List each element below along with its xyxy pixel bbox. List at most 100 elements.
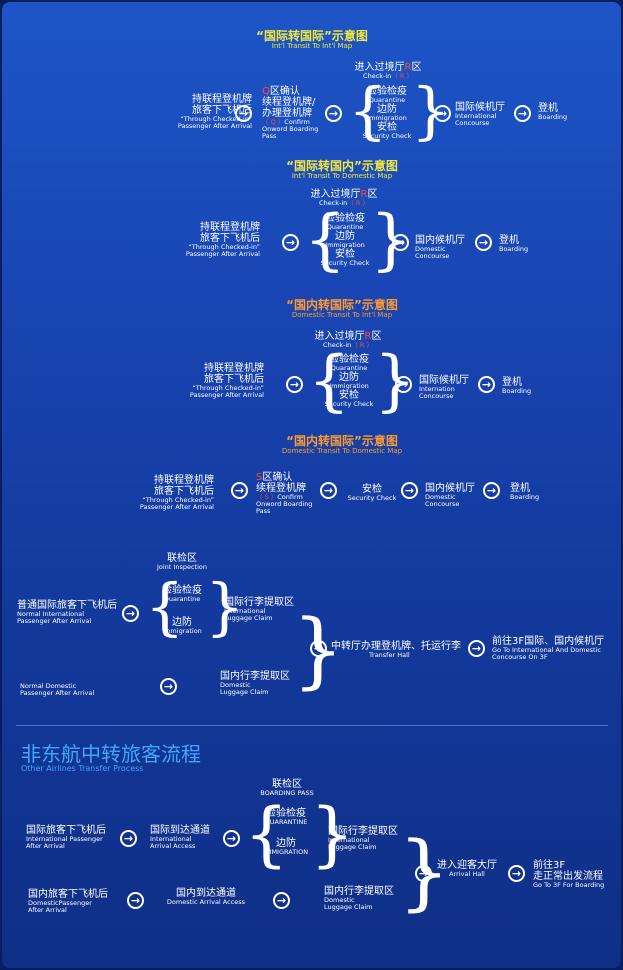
joint-inspection-label: 联检区 Joint Inspection bbox=[142, 553, 222, 571]
boarding-cn: 登机 bbox=[502, 377, 522, 388]
start-en-1: “Through Checked-in” bbox=[188, 243, 260, 251]
start-en-2: Passenger After Arrival bbox=[189, 391, 264, 400]
boarding-node: 登机 Boarding bbox=[499, 235, 528, 253]
intl-start-cn: 国际旅客下飞机后 bbox=[26, 825, 106, 836]
intl-bag-en-2: Luggage Claim bbox=[328, 843, 377, 852]
s-en-letter: （ S ） bbox=[256, 493, 278, 501]
inspection-block: 检验检疫 Quarantine 边防 Immigration 安检 Securi… bbox=[315, 213, 375, 267]
concourse-en-1: Domestic bbox=[425, 493, 456, 501]
start-cn-1: 持联程登机牌 bbox=[200, 222, 260, 233]
s-cn-2: 续程登机牌 bbox=[256, 483, 306, 494]
quarantine-en: QUARANTINE bbox=[264, 818, 308, 826]
left-brace: { bbox=[304, 201, 346, 278]
security-en: Security Check bbox=[324, 400, 374, 409]
section-title-domestic-to-domestic: “国内转国际”示意图 Domestic Transit To Domestic … bbox=[242, 434, 442, 456]
concourse-cn: 国内候机厅 bbox=[415, 235, 465, 246]
dom-bag-en-2: Luggage Claim bbox=[324, 903, 373, 912]
checkin-label: 进入过境厅R区 Check-in（ R ） bbox=[298, 331, 398, 349]
start-node: 持联程登机牌 旅客下飞机后 “Through Checked-in” Passe… bbox=[152, 363, 264, 399]
hall-cn: 进入迎客大厅 bbox=[437, 860, 497, 871]
start-en-1: “Through Checked-in” bbox=[142, 496, 214, 504]
arrow-right-circle-icon: → bbox=[401, 482, 418, 499]
immigration-cn: 边防 bbox=[172, 617, 192, 629]
s-en-3: Pass bbox=[256, 507, 271, 516]
checkin-en: Check-in bbox=[323, 341, 352, 349]
goto-en: Go To 3F For Boarding bbox=[533, 881, 605, 889]
goto-3f-node: 前往3F 走正常出发流程 Go To 3F For Boarding bbox=[533, 860, 604, 889]
arrow-right-circle-icon: → bbox=[475, 234, 492, 251]
dom-access-node: 国内到达通道 Domestic Arrival Access bbox=[160, 888, 252, 906]
intl-access-cn: 国际到达通道 bbox=[150, 825, 210, 836]
dom-bag-en-2: Luggage Claim bbox=[220, 688, 269, 697]
start-cn-2: 旅客下飞机后 bbox=[204, 374, 264, 385]
security-cn: 安检 bbox=[339, 390, 359, 402]
inspection-block: 检验检疫 Quarantine 边防 Immigration 安检 Securi… bbox=[357, 86, 417, 140]
concourse-en-2: Concourse bbox=[415, 252, 450, 261]
inspection-block: 检验检疫 Quarantine 边防 Immigration 安检 Securi… bbox=[319, 354, 379, 408]
concourse-node: 国际候机厅 International Concourse bbox=[455, 102, 505, 127]
transfer-en: Transfer Hall bbox=[369, 651, 410, 659]
immigration-en: Immigration bbox=[329, 382, 369, 391]
checkin-cn-1: 进入过境厅 bbox=[310, 189, 361, 200]
concourse-en-2: Concourse bbox=[425, 500, 460, 509]
intl-start-en-1: International Passenger bbox=[26, 835, 103, 843]
intl-baggage-node: 国际行李提取区 International Luggage Claim bbox=[328, 826, 398, 851]
joint-inspection-label: 联检区 BOARDING PASS bbox=[252, 779, 322, 797]
boarding-en: Boarding bbox=[538, 113, 568, 121]
checkin-en: Check-in bbox=[319, 199, 348, 207]
arrow-right-circle-icon: → bbox=[320, 482, 337, 499]
s-letter: S bbox=[256, 472, 263, 483]
quarantine-en: Quarantine bbox=[326, 223, 364, 231]
dom-start-en-2: Passenger After Arrival bbox=[20, 689, 95, 698]
checkin-letter: R bbox=[404, 62, 412, 73]
dom-start-en-1: Normal Domestic bbox=[20, 682, 77, 690]
immigration-cn: 边防 bbox=[335, 231, 355, 243]
q-cn-1: 区确认 bbox=[269, 86, 300, 97]
checkin-cn-2: 区 bbox=[411, 62, 422, 73]
boarding-cn: 登机 bbox=[538, 103, 558, 114]
arrow-right-circle-icon: → bbox=[223, 830, 240, 847]
title-en: Int'l Transit To Int'l Map bbox=[271, 42, 353, 51]
quarantine-cn: 检验检疫 bbox=[329, 354, 369, 365]
start-en-2: Passenger After Arrival bbox=[185, 250, 260, 259]
q-letter: Q bbox=[262, 86, 270, 97]
s-en-1: Confirm bbox=[277, 493, 303, 501]
arrow-right-circle-icon: → bbox=[310, 640, 327, 657]
start-cn-2: 旅客下飞机后 bbox=[154, 486, 214, 497]
dom-start-en-1: DomesticPassenger bbox=[28, 899, 92, 907]
start-cn-1: 持联程登机牌 bbox=[154, 475, 214, 486]
intl-bag-cn: 国际行李提取区 bbox=[224, 597, 294, 608]
dom-bag-en-1: Domestic bbox=[220, 681, 251, 689]
boarding-en: Boarding bbox=[499, 245, 529, 253]
arrow-right-circle-icon: → bbox=[478, 376, 495, 393]
intl-bag-en-1: International bbox=[328, 836, 370, 844]
title-cn: 非东航中转旅客流程 bbox=[21, 742, 201, 766]
start-node: 持联程登机牌 旅客下飞机后 “Through Checked-in” Passe… bbox=[112, 475, 214, 511]
boarding-node: 登机 Boarding bbox=[510, 483, 539, 501]
arrow-right-circle-icon: → bbox=[122, 605, 139, 622]
dom-baggage-node: 国内行李提取区 Domestic Luggage Claim bbox=[324, 886, 394, 911]
domestic-start-node: 国内旅客下飞机后 DomesticPassenger After Arrival bbox=[28, 889, 108, 914]
immigration-en: Immigration bbox=[367, 114, 407, 123]
security-en: Security Check bbox=[347, 494, 397, 502]
concourse-node: 国内候机厅 Domestic Concourse bbox=[415, 235, 465, 260]
concourse-node: 国内候机厅 Domestic Concourse bbox=[425, 483, 475, 508]
boarding-node: 登机 Boarding bbox=[502, 377, 531, 395]
inspection-block: 检验检疫 Quarantine 边防 Immigration bbox=[157, 585, 207, 635]
dom-start-cn: 国内旅客下飞机后 bbox=[28, 889, 108, 900]
concourse-en-2: Concourse bbox=[419, 392, 454, 401]
checkin-letter: R bbox=[360, 189, 368, 200]
boarding-en: Boarding bbox=[502, 387, 532, 395]
dom-access-en: Domestic Arrival Access bbox=[166, 898, 246, 906]
security-en: Security Check bbox=[362, 132, 412, 141]
quarantine-cn: 检验检疫 bbox=[162, 585, 202, 596]
arrow-right-circle-icon: → bbox=[286, 376, 303, 393]
start-cn: 普通国际旅客下飞机后 bbox=[17, 600, 117, 611]
goto-en-1: Go To International And Domestic bbox=[492, 646, 601, 654]
goto-en-2: Concourse On 3F bbox=[492, 653, 548, 662]
arrow-right-circle-icon: → bbox=[160, 678, 177, 695]
title-cn: “国内转国际”示意图 bbox=[286, 434, 398, 448]
title-en: Int'l Transit To Domestic Map bbox=[291, 172, 393, 181]
quarantine-cn: 检验检疫 bbox=[367, 86, 407, 97]
left-brace: { bbox=[145, 570, 185, 643]
